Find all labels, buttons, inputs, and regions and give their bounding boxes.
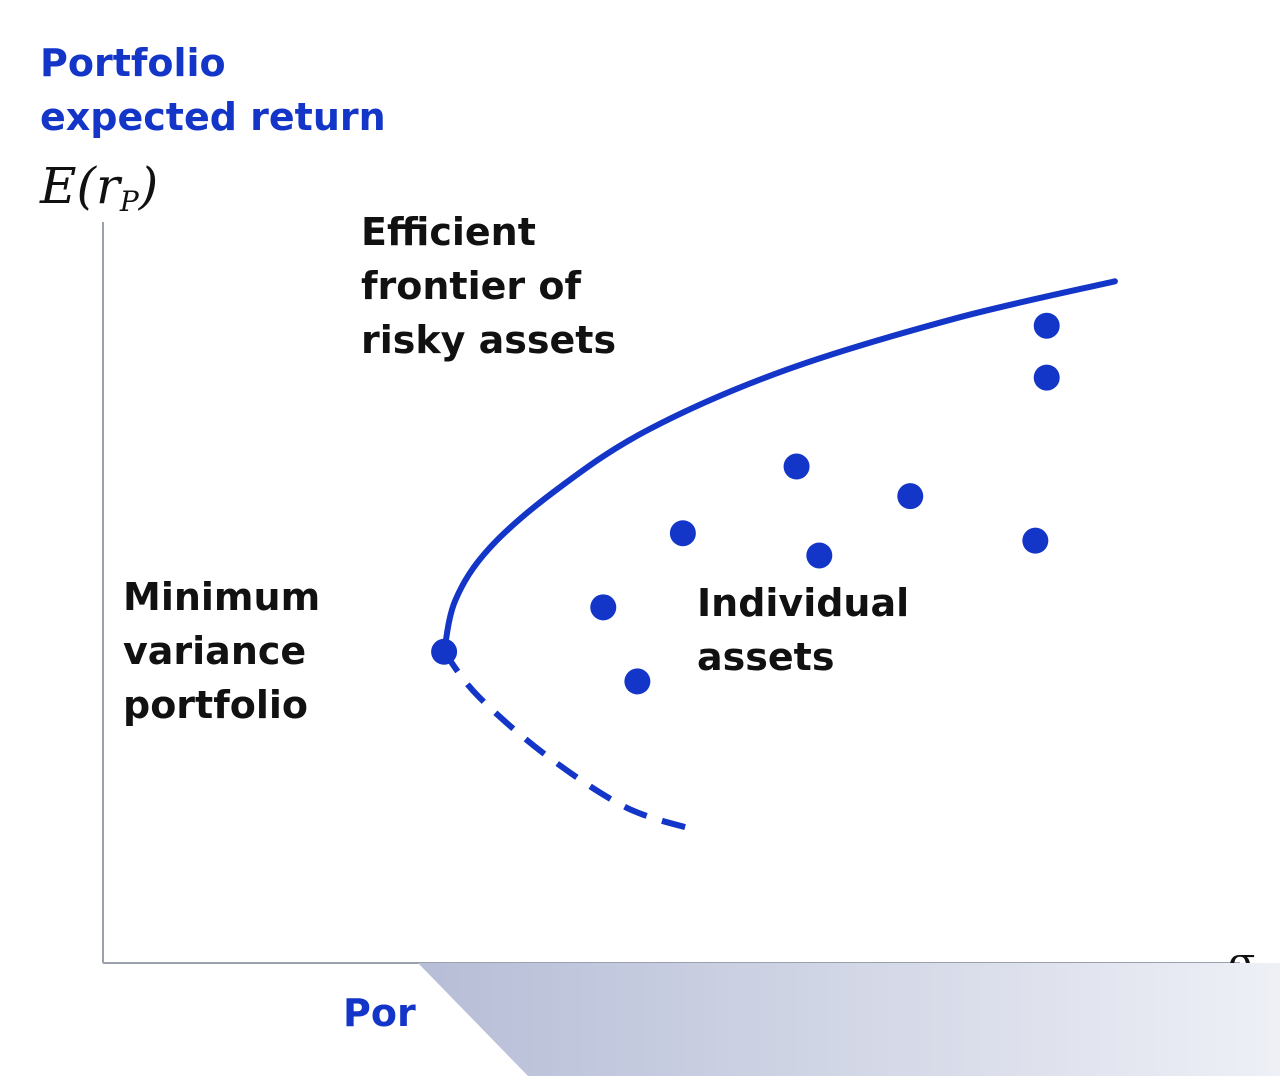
- overlay-panel: [418, 963, 1280, 1076]
- asset-point-6: [897, 483, 924, 510]
- asset-point-9: [1033, 312, 1060, 339]
- asset-points: [590, 312, 1060, 695]
- annotation-individual-assets-line-1: Individual: [697, 581, 909, 625]
- y-axis-symbol-close: ): [138, 157, 159, 215]
- annotation-efficient-frontier: Efficient frontier of risky assets: [361, 210, 616, 362]
- annotation-efficient-frontier-line-3: risky assets: [361, 318, 616, 362]
- asset-point-4: [783, 453, 810, 480]
- y-axis-symbol-subscript: P: [119, 185, 140, 218]
- asset-point-7: [1022, 527, 1049, 554]
- y-axis-symbol-main: E(r: [39, 157, 123, 215]
- annotation-individual-assets: Individual assets: [697, 581, 909, 679]
- asset-point-2: [624, 668, 651, 695]
- annotation-individual-assets-line-2: assets: [697, 635, 834, 679]
- annotation-minimum-variance-line-2: variance: [123, 629, 306, 673]
- asset-point-3: [669, 520, 696, 547]
- x-axis-title: Por: [343, 991, 416, 1035]
- annotation-efficient-frontier-line-1: Efficient: [361, 210, 536, 254]
- annotation-efficient-frontier-line-2: frontier of: [361, 264, 581, 308]
- annotation-minimum-variance-line-1: Minimum: [123, 575, 320, 619]
- annotation-minimum-variance-line-3: portfolio: [123, 683, 308, 727]
- inefficient-frontier-dashed-line: [441, 649, 696, 833]
- minimum-variance-point: [431, 638, 458, 665]
- annotation-minimum-variance: Minimum variance portfolio: [123, 575, 320, 727]
- y-axis-symbol: E(rP): [39, 157, 158, 218]
- asset-point-1: [590, 594, 617, 621]
- efficient-frontier-line: [441, 278, 1118, 655]
- y-axis-title-line-1: Portfolio: [40, 41, 226, 85]
- y-axis-title-line-2: expected return: [40, 95, 386, 139]
- asset-point-8: [1033, 364, 1060, 391]
- asset-point-5: [806, 542, 833, 569]
